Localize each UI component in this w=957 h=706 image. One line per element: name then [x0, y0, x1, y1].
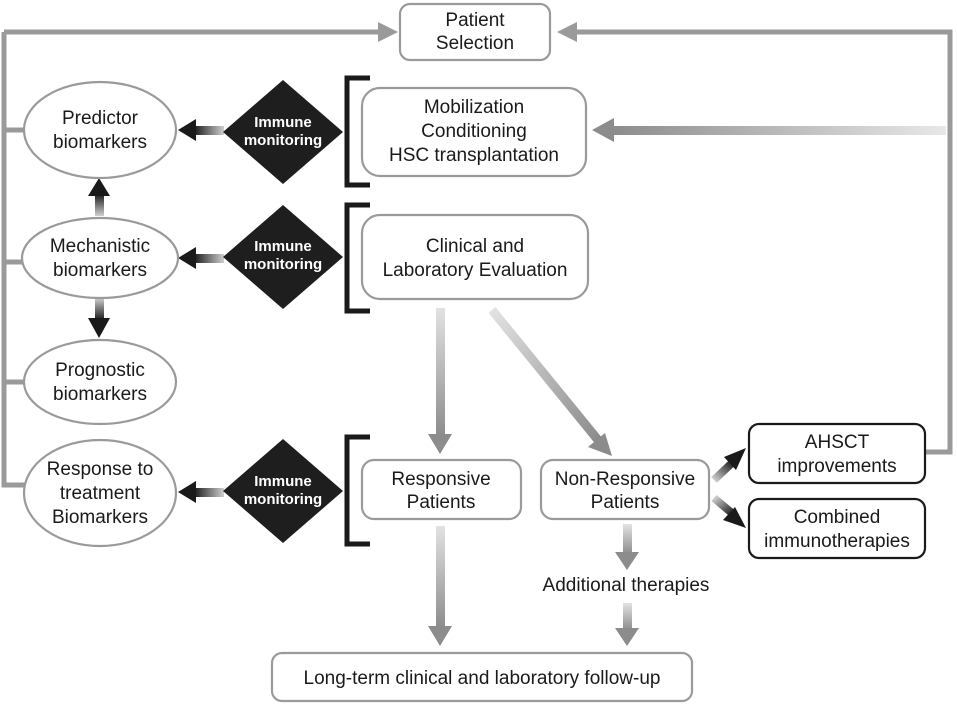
svg-text:biomarkers: biomarkers	[53, 260, 147, 281]
responsive-patients-node: Responsive Patients	[360, 458, 523, 521]
arrow-additional-to-followup	[615, 603, 639, 646]
svg-text:Patients: Patients	[407, 492, 476, 513]
bracket-bottom	[344, 434, 370, 547]
arrow-monitoring-to-response	[178, 481, 224, 503]
arrow-monitoring-to-predictor	[178, 119, 224, 141]
immune-monitoring-label: Immune	[254, 473, 312, 490]
arrow-mechanistic-to-predictor	[88, 178, 110, 216]
follow-up-node: Long-term clinical and laboratory follow…	[270, 651, 694, 703]
prognostic-biomarkers-node: Prognostic biomarkers	[22, 338, 178, 426]
svg-text:Combined: Combined	[794, 507, 881, 528]
arrow-to-mobilization	[592, 118, 946, 142]
mobilization-node: Mobilization Conditioning HSC transplant…	[360, 86, 588, 178]
arrow-eval-to-nonresponsive	[488, 307, 612, 456]
svg-text:improvements: improvements	[777, 456, 896, 477]
svg-text:Responsive: Responsive	[391, 469, 490, 490]
additional-therapies-label: Additional therapies	[543, 575, 710, 596]
bracket-middle	[344, 202, 370, 314]
arrow-to-ahsct	[711, 448, 746, 483]
svg-text:treatment: treatment	[60, 483, 141, 504]
immune-monitoring-label: Immune	[254, 114, 312, 131]
combined-immunotherapies-node: Combined immunotherapies	[747, 497, 927, 560]
arrow-nonresponsive-to-additional	[615, 524, 639, 570]
immune-monitoring-diamond-middle: Immune monitoring	[223, 205, 343, 309]
svg-text:HSC transplantation: HSC transplantation	[389, 145, 559, 166]
mechanistic-biomarkers-node: Mechanistic biomarkers	[20, 216, 180, 300]
arrow-monitoring-to-mechanistic	[178, 247, 224, 269]
svg-text:Conditioning: Conditioning	[421, 121, 527, 142]
svg-text:Predictor: Predictor	[62, 108, 139, 129]
immune-monitoring-label: Immune	[254, 238, 312, 255]
bracket-top	[344, 75, 370, 188]
ahsct-improvements-node: AHSCT improvements	[747, 422, 927, 485]
immune-monitoring-label: monitoring	[244, 132, 322, 149]
clinical-evaluation-node: Clinical and Laboratory Evaluation	[360, 213, 590, 301]
svg-text:Patient: Patient	[445, 10, 505, 31]
right-feedback-line	[557, 22, 953, 455]
response-biomarkers-node: Response to treatment Biomarkers	[22, 438, 178, 548]
immune-monitoring-diamond-top: Immune monitoring	[223, 80, 343, 184]
svg-text:Patients: Patients	[591, 492, 660, 513]
non-responsive-patients-node: Non-Responsive Patients	[539, 458, 711, 521]
predictor-biomarkers-node: Predictor biomarkers	[22, 80, 178, 180]
arrow-responsive-to-followup	[428, 526, 452, 646]
arrow-eval-to-responsive	[428, 308, 452, 454]
svg-text:Mobilization: Mobilization	[424, 97, 524, 118]
svg-text:immunotherapies: immunotherapies	[764, 531, 910, 552]
svg-text:Clinical and: Clinical and	[426, 236, 524, 257]
immune-monitoring-diamond-bottom: Immune monitoring	[223, 439, 343, 543]
svg-text:biomarkers: biomarkers	[53, 132, 147, 153]
svg-text:Selection: Selection	[436, 33, 514, 54]
svg-text:AHSCT: AHSCT	[805, 432, 870, 453]
svg-text:Non-Responsive: Non-Responsive	[555, 469, 695, 490]
immune-monitoring-label: monitoring	[244, 491, 322, 508]
left-feedback-line	[1, 22, 398, 488]
svg-text:Long-term clinical and laborat: Long-term clinical and laboratory follow…	[304, 668, 661, 689]
svg-text:biomarkers: biomarkers	[53, 384, 147, 405]
immune-monitoring-label: monitoring	[244, 256, 322, 273]
arrow-mechanistic-to-prognostic	[88, 298, 110, 338]
svg-text:Laboratory Evaluation: Laboratory Evaluation	[383, 260, 568, 281]
svg-text:Biomarkers: Biomarkers	[52, 507, 148, 528]
arrow-to-combined	[711, 494, 746, 528]
svg-text:Response to: Response to	[47, 459, 154, 480]
patient-selection-node: Patient Selection	[398, 2, 552, 62]
svg-text:Mechanistic: Mechanistic	[50, 236, 150, 257]
svg-text:Prognostic: Prognostic	[55, 360, 145, 381]
